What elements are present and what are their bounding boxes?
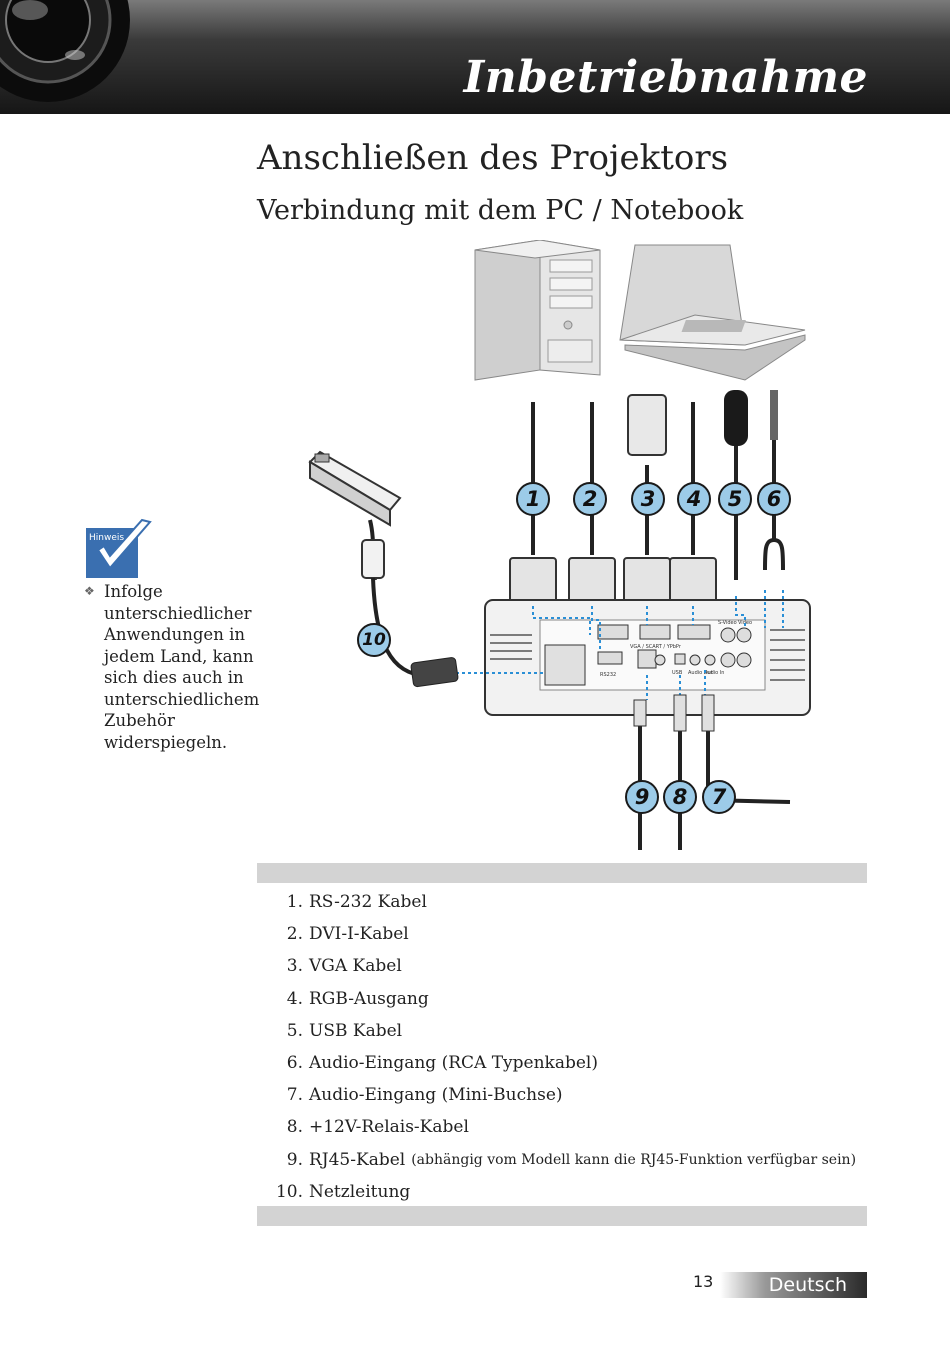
panel-label-audio-in: Audio In	[704, 670, 724, 676]
list-item-number: 2.	[286, 924, 303, 945]
list-item-text: RGB-Ausgang	[309, 988, 429, 1009]
pc-tower-illustration	[474, 240, 601, 381]
callout-8: 8	[663, 780, 697, 814]
list-item-text: Audio-Eingang (RCA Typenkabel)	[309, 1053, 598, 1074]
cable-list: 1. RS-232 Kabel 2. DVI-I-Kabel 3. VGA Kabel 4.…	[257, 886, 867, 1208]
list-item: 4. RGB-Ausgang	[257, 983, 867, 1015]
list-item-number: 8.	[286, 1117, 303, 1138]
list-item: 10. Netzleitung	[257, 1176, 867, 1208]
hinweis-icon: Hinweis	[86, 518, 152, 578]
language-label: Deutsch	[720, 1272, 867, 1298]
list-bottom-bar	[257, 1206, 867, 1226]
page-subtitle: Verbindung mit dem PC / Notebook	[257, 195, 744, 226]
list-item: 1. RS-232 Kabel	[257, 886, 867, 918]
panel-label-vga: VGA / SCART / YPbPr	[630, 644, 682, 650]
list-item-text: USB Kabel	[309, 1020, 403, 1041]
callout-7: 7	[702, 780, 736, 814]
panel-label-svideo: S-Video	[718, 620, 737, 626]
list-item-number: 7.	[286, 1085, 303, 1106]
list-item-note: (abhängig vom Modell kann die RJ45-Funkt…	[411, 1151, 857, 1168]
list-item-text: +12V-Relais-Kabel	[309, 1117, 469, 1138]
callout-1: 1	[516, 482, 550, 516]
connection-diagram: VGA / SCART / YPbPr RS232 USB Audio Out …	[308, 240, 811, 850]
list-item-text: Netzleitung	[309, 1181, 411, 1202]
list-item-number: 6.	[286, 1053, 303, 1074]
laptop-illustration	[619, 244, 806, 381]
panel-label-rs232: RS232	[600, 672, 616, 678]
note-text: Infolge unterschiedlicher Anwendungen in…	[104, 582, 260, 752]
callout-6: 6	[757, 482, 791, 516]
callout-9: 9	[625, 780, 659, 814]
list-item: 7. Audio-Eingang (Mini-Buchse)	[257, 1079, 867, 1111]
list-item-text: VGA Kabel	[309, 956, 402, 977]
section-title: Inbetriebnahme	[463, 52, 868, 103]
page-title: Anschließen des Projektors	[257, 138, 729, 178]
lens-graphic	[0, 0, 130, 102]
page-number: 13	[693, 1272, 714, 1291]
list-top-bar	[257, 863, 867, 883]
list-item-number: 9.	[286, 1149, 303, 1170]
hinweis-label: Hinweis	[89, 533, 124, 543]
panel-label-audio-out: Audio Out	[688, 670, 713, 676]
list-item-text: RS-232 Kabel	[309, 892, 427, 913]
list-item-number: 4.	[286, 988, 303, 1009]
power-strip-illustration	[308, 450, 402, 527]
list-item-text: RJ45-Kabel	[309, 1149, 406, 1170]
list-item: 6. Audio-Eingang (RCA Typenkabel)	[257, 1047, 867, 1079]
list-item-number: 5.	[286, 1020, 303, 1041]
callout-2: 2	[573, 482, 607, 516]
list-item-text: DVI-I-Kabel	[309, 924, 409, 945]
list-item-number: 10.	[275, 1181, 303, 1202]
callout-10: 10	[357, 623, 391, 657]
note: ❖ Infolge unterschiedlicher Anwendungen …	[84, 581, 260, 753]
list-item-text: Audio-Eingang (Mini-Buchse)	[309, 1085, 563, 1106]
list-item: 2. DVI-I-Kabel	[257, 918, 867, 950]
list-item-number: 3.	[286, 956, 303, 977]
page-header: Inbetriebnahme	[0, 0, 950, 114]
callout-5: 5	[718, 482, 752, 516]
callout-3: 3	[631, 482, 665, 516]
list-item: 9. RJ45-Kabel (abhängig vom Modell kann di…	[257, 1144, 867, 1176]
list-item: 8. +12V-Relais-Kabel	[257, 1111, 867, 1143]
list-item-number: 1.	[286, 892, 303, 913]
bullet-icon: ❖	[84, 584, 95, 598]
list-item: 5. USB Kabel	[257, 1015, 867, 1047]
list-item: 3. VGA Kabel	[257, 950, 867, 982]
panel-label-usb: USB	[672, 670, 683, 676]
callout-4: 4	[677, 482, 711, 516]
